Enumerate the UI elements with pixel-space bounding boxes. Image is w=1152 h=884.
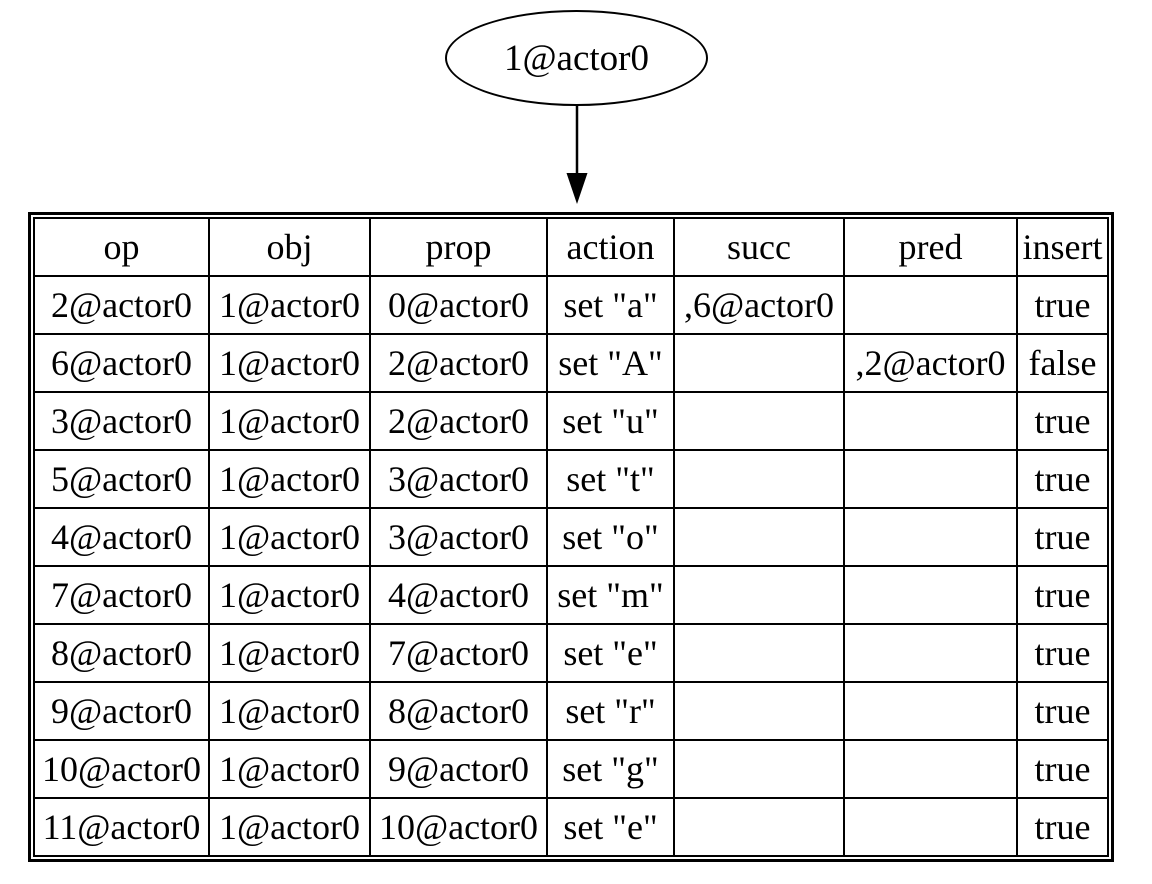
table-cell — [673, 391, 845, 451]
table-cell: set "r" — [546, 681, 675, 741]
table-cell: 2@actor0 — [33, 275, 210, 335]
column-header-pred: pred — [843, 217, 1018, 277]
table-cell — [843, 623, 1018, 683]
table-cell — [843, 681, 1018, 741]
column-header-op: op — [33, 217, 210, 277]
table-cell: true — [1016, 681, 1109, 741]
column-header-succ: succ — [673, 217, 845, 277]
table-cell: 1@actor0 — [208, 333, 371, 393]
table-cell: 1@actor0 — [208, 449, 371, 509]
table-cell: 0@actor0 — [369, 275, 548, 335]
table-cell: 1@actor0 — [208, 565, 371, 625]
table-cell — [673, 739, 845, 799]
table-cell: true — [1016, 739, 1109, 799]
oplog-table-frame: op obj prop action succ pred insert 2@ac… — [28, 212, 1114, 862]
table-cell: 6@actor0 — [33, 333, 210, 393]
table-cell: 10@actor0 — [33, 739, 210, 799]
table-cell: true — [1016, 275, 1109, 335]
table-cell: set "e" — [546, 623, 675, 683]
table-cell: 1@actor0 — [208, 623, 371, 683]
table-cell — [673, 449, 845, 509]
table-cell: true — [1016, 391, 1109, 451]
table-cell: true — [1016, 623, 1109, 683]
table-cell: 2@actor0 — [369, 333, 548, 393]
node-ellipse: 1@actor0 — [445, 10, 708, 106]
table-cell: 11@actor0 — [33, 797, 210, 857]
table-cell: ,2@actor0 — [843, 333, 1018, 393]
table-cell: 1@actor0 — [208, 797, 371, 857]
table-cell: 3@actor0 — [369, 449, 548, 509]
table-cell — [843, 507, 1018, 567]
table-cell — [673, 507, 845, 567]
table-cell — [843, 739, 1018, 799]
table-cell — [673, 333, 845, 393]
table-cell: 9@actor0 — [33, 681, 210, 741]
table-cell: true — [1016, 565, 1109, 625]
table-cell — [843, 797, 1018, 857]
node-label: 1@actor0 — [503, 37, 650, 79]
table-cell: 9@actor0 — [369, 739, 548, 799]
table-cell: true — [1016, 797, 1109, 857]
table-cell: set "m" — [546, 565, 675, 625]
table-cell: 2@actor0 — [369, 391, 548, 451]
edge-arrow-down-icon — [566, 104, 588, 204]
table-cell — [843, 449, 1018, 509]
table-cell: 1@actor0 — [208, 739, 371, 799]
table-cell: set "g" — [546, 739, 675, 799]
table-cell: set "a" — [546, 275, 675, 335]
table-cell: 1@actor0 — [208, 391, 371, 451]
table-cell: 10@actor0 — [369, 797, 548, 857]
table-cell: set "o" — [546, 507, 675, 567]
table-cell: 8@actor0 — [33, 623, 210, 683]
table-cell: false — [1016, 333, 1109, 393]
table-cell: set "t" — [546, 449, 675, 509]
table-cell: true — [1016, 449, 1109, 509]
table-cell — [843, 565, 1018, 625]
table-cell: set "e" — [546, 797, 675, 857]
column-header-action: action — [546, 217, 675, 277]
table-cell — [673, 681, 845, 741]
column-header-obj: obj — [208, 217, 371, 277]
table-cell: ,6@actor0 — [673, 275, 845, 335]
table-cell: set "u" — [546, 391, 675, 451]
table-cell — [843, 275, 1018, 335]
table-cell: 7@actor0 — [369, 623, 548, 683]
table-cell: true — [1016, 507, 1109, 567]
oplog-table: op obj prop action succ pred insert 2@ac… — [33, 217, 1109, 857]
table-cell — [673, 565, 845, 625]
table-cell: set "A" — [546, 333, 675, 393]
column-header-prop: prop — [369, 217, 548, 277]
table-cell: 1@actor0 — [208, 507, 371, 567]
table-cell: 4@actor0 — [33, 507, 210, 567]
table-cell — [673, 623, 845, 683]
table-cell: 4@actor0 — [369, 565, 548, 625]
table-cell: 7@actor0 — [33, 565, 210, 625]
table-cell: 3@actor0 — [33, 391, 210, 451]
table-cell: 1@actor0 — [208, 275, 371, 335]
table-cell: 3@actor0 — [369, 507, 548, 567]
table-cell: 1@actor0 — [208, 681, 371, 741]
table-cell: 8@actor0 — [369, 681, 548, 741]
header-row: op obj prop action succ pred insert — [33, 217, 1109, 277]
column-header-insert: insert — [1016, 217, 1109, 277]
table-cell: 5@actor0 — [33, 449, 210, 509]
table-cell — [843, 391, 1018, 451]
table-cell — [673, 797, 845, 857]
